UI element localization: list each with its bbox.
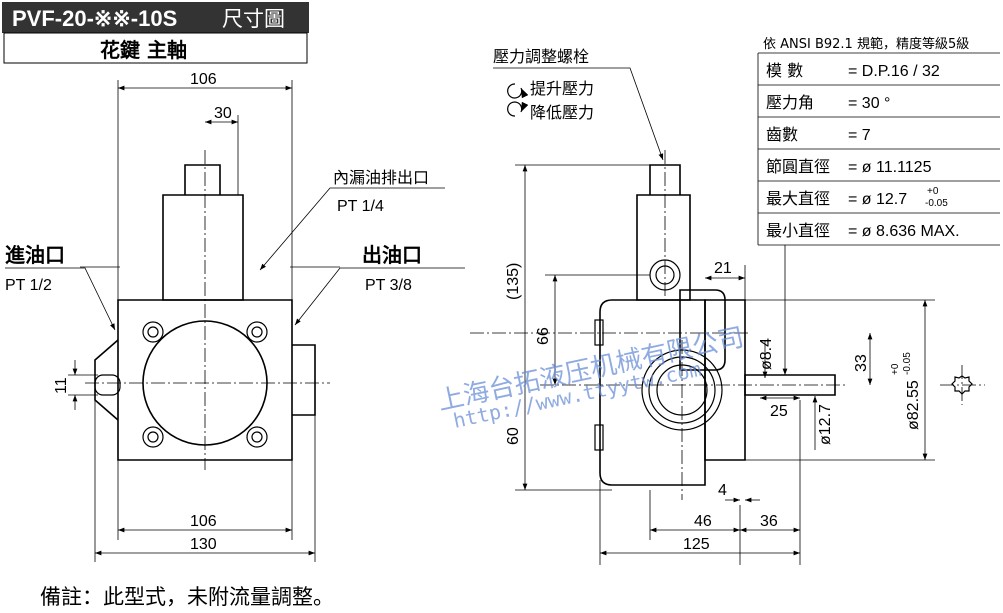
pilot-tol-upper: +0: [890, 363, 901, 375]
dim-overall-len: 125: [683, 536, 710, 553]
dim-slot: 11: [53, 377, 70, 394]
dim-body-46: 46: [694, 513, 712, 530]
title-suffix: 尺寸圖: [222, 7, 285, 31]
subtitle-box: [3, 32, 308, 64]
dim-offset-33: 33: [853, 354, 870, 372]
row-label: 最小直徑: [766, 221, 830, 240]
title-block: PVF-20-※※-10S 尺寸圖 花鍵 主軸: [2, 2, 309, 64]
outlet-label: 出油口: [362, 243, 422, 267]
table-row: 最小直徑 = ø 8.636 MAX.: [766, 221, 960, 240]
decrease-pressure-label: 降低壓力: [530, 103, 594, 122]
table-row: 節圓直徑 = ø 11.1125: [766, 157, 932, 176]
inlet-label: 進油口: [5, 243, 65, 267]
spline-spec-table: 依 ANSI B92.1 規範，精度等級5級 模 數= D.P.16 / 32 …: [757, 36, 1000, 246]
spline-end-view: [951, 375, 973, 395]
dim-shaft-len: 25: [770, 403, 788, 420]
pilot-tol-lower: -0.05: [902, 352, 913, 375]
outlet-block: [679, 289, 726, 371]
row-label: 壓力角: [766, 93, 814, 112]
dim-height-total: (135): [505, 263, 522, 300]
table-row: 最大直徑 = ø 12.7 +0 -0.05: [766, 186, 948, 209]
inlet-size: PT 1/2: [5, 277, 52, 294]
model-title: PVF-20-※※-10S: [12, 6, 177, 31]
dim-shaft-36: 36: [760, 513, 778, 530]
adjust-screw-side: [636, 164, 691, 301]
dim-top-width: 106: [190, 71, 217, 88]
row-value: = 7: [848, 127, 871, 144]
row-value: = ø 8.636 MAX.: [848, 223, 960, 240]
adjust-screw: [162, 164, 244, 301]
tol-lower: -0.05: [925, 198, 948, 209]
dim-port-offset: 21: [714, 260, 732, 277]
dim-shaft-dia: ø12.7: [817, 404, 834, 445]
adjust-screw-label: 壓力調整螺栓: [493, 47, 589, 66]
dim-lower-60: 60: [505, 427, 522, 445]
footnote: 備註：此型式，未附流量調整。: [40, 585, 334, 609]
row-label: 齒數: [766, 125, 798, 144]
row-label: 節圓直徑: [766, 157, 830, 176]
drain-label: 內漏油排出口: [333, 168, 429, 187]
rotate-ccw-icon: [507, 101, 529, 117]
dim-bottom-width: 106: [190, 513, 217, 530]
outlet-boss: [292, 344, 316, 416]
dim-flange-thk: 4: [718, 482, 727, 499]
front-view: [5, 80, 465, 562]
pump-body-side: [599, 299, 706, 486]
subtitle: 花鍵 主軸: [100, 38, 187, 62]
row-value: = 30 °: [848, 95, 890, 112]
row-label: 模 數: [766, 61, 803, 80]
row-label: 最大直徑: [766, 189, 830, 208]
side-view: [470, 67, 985, 565]
row-value: = ø 12.7: [848, 191, 907, 208]
row-value: = ø 11.1125: [848, 159, 932, 176]
table-row: 齒數 = 7: [766, 125, 871, 144]
tol-upper: +0: [927, 186, 939, 197]
increase-pressure-label: 提升壓力: [530, 79, 594, 98]
title-bar: [2, 2, 309, 33]
dim-pilot-dia: ø82.55: [905, 380, 922, 430]
drain-size: PT 1/4: [337, 198, 384, 215]
table-row: 壓力角 = 30 °: [766, 93, 890, 112]
outlet-size: PT 3/8: [365, 277, 412, 294]
row-value: = D.P.16 / 32: [848, 63, 940, 80]
dim-center-offset: 30: [214, 105, 232, 122]
inlet-boss: [94, 339, 119, 421]
table-header: 依 ANSI B92.1 規範，精度等級5級: [763, 36, 969, 52]
rotate-cw-icon: [507, 83, 529, 99]
dim-shaft-dia-small: ø8.4: [758, 338, 775, 370]
spline-shaft: [744, 374, 836, 396]
table-row: 模 數 = D.P.16 / 32: [766, 61, 940, 80]
dim-overall-width: 130: [190, 536, 217, 553]
dim-upper-66: 66: [535, 327, 552, 345]
